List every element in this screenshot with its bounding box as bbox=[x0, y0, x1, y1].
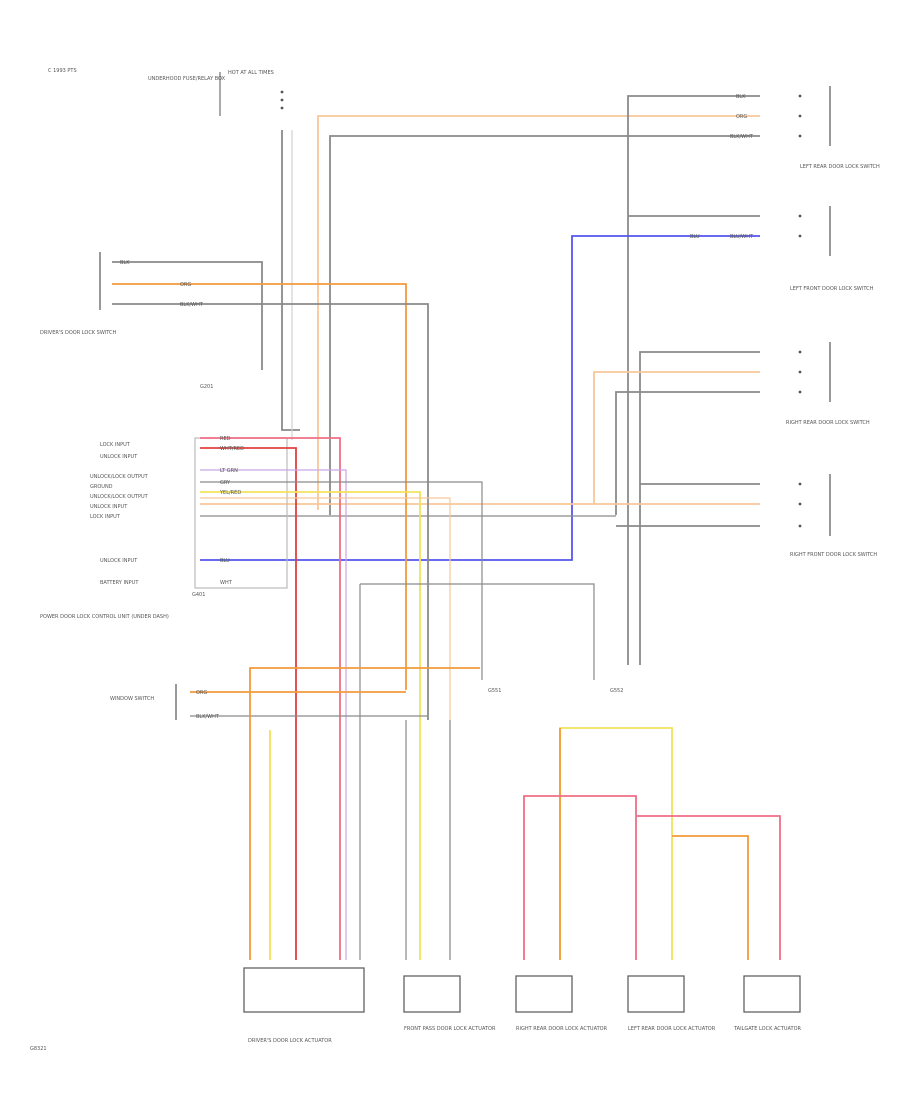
wire-driver-org bbox=[112, 283, 407, 690]
tag-blk-1: BLK bbox=[736, 94, 746, 100]
window-switch: WINDOW SWITCH bbox=[110, 684, 177, 720]
wire-yel-output bbox=[200, 491, 421, 960]
tag-blkwht-1: BLK/WHT bbox=[730, 134, 754, 140]
ground-g201-label: G201 bbox=[200, 384, 213, 390]
wire-pink-rear bbox=[523, 795, 637, 960]
switch-left-rear: LEFT REAR DOOR LOCK SWITCH bbox=[798, 86, 880, 170]
switch-right-rear-label: RIGHT REAR DOOR LOCK SWITCH bbox=[786, 420, 870, 426]
wire-org-output bbox=[200, 497, 451, 960]
control-unit-label: POWER DOOR LOCK CONTROL UNIT (UNDER DASH… bbox=[40, 614, 169, 620]
cu-pin-2: UNLOCK/LOCK OUTPUT bbox=[90, 474, 149, 480]
switch-left-rear-label: LEFT REAR DOOR LOCK SWITCH bbox=[800, 164, 880, 170]
window-switch-label: WINDOW SWITCH bbox=[110, 696, 154, 702]
tag-gry: GRY bbox=[220, 480, 231, 486]
cu-pin-4: UNLOCK/LOCK OUTPUT bbox=[90, 494, 149, 500]
wire-org-switch3 bbox=[593, 371, 760, 505]
wire-fuse-trunk bbox=[281, 130, 300, 431]
actuator-tailgate: TAILGATE LOCK ACTUATOR bbox=[733, 975, 802, 1032]
cu-pin-0: LOCK INPUT bbox=[100, 442, 131, 448]
tag-org-driver: ORG bbox=[180, 282, 191, 288]
tag-red-cu: RED bbox=[220, 436, 231, 442]
wire-blu-switch2 bbox=[200, 235, 760, 561]
wire-batt-gnd bbox=[360, 583, 595, 680]
wire-gry-ground bbox=[200, 481, 483, 680]
control-unit-pin-labels: LOCK INPUT UNLOCK INPUT UNLOCK/LOCK OUTP… bbox=[90, 442, 149, 586]
cu-pin-3: GROUND bbox=[90, 484, 113, 490]
actuator-rr-label: RIGHT REAR DOOR LOCK ACTUATOR bbox=[516, 1026, 608, 1032]
tag-wht: WHT bbox=[220, 580, 233, 586]
fuse-box-label: UNDERHOOD FUSE/RELAY BOX bbox=[148, 76, 226, 82]
tag-blkwht-driver: BLK/WHT bbox=[180, 302, 204, 308]
switch-left-front: LEFT FRONT DOOR LOCK SWITCH bbox=[790, 206, 874, 292]
switch-right-front: RIGHT FRONT DOOR LOCK SWITCH bbox=[790, 474, 877, 558]
tag-bluwht-1: BLU/WHT bbox=[730, 234, 754, 240]
wire-pink-tail bbox=[636, 815, 781, 960]
cu-pin-1: UNLOCK INPUT bbox=[100, 454, 138, 460]
corner-label: C 1993 PTS bbox=[48, 68, 77, 74]
cu-pin-8: BATTERY INPUT bbox=[100, 580, 139, 586]
ground-g551-label: G551 bbox=[488, 688, 501, 694]
wire-blk-right-trunk bbox=[627, 95, 760, 665]
wire-driver-blkwht bbox=[112, 303, 429, 720]
wire-blk-switch3b bbox=[615, 391, 760, 515]
tag-lt-grn: LT GRN bbox=[220, 468, 238, 474]
cu-pin-5: UNLOCK INPUT bbox=[90, 504, 128, 510]
driver-door-lock-switch: DRIVER'S DOOR LOCK SWITCH bbox=[40, 252, 117, 336]
tag-blu-cu: BLU bbox=[220, 558, 230, 564]
tag-yel-red: YEL/RED bbox=[219, 490, 241, 496]
wire-blk-switch3 bbox=[639, 351, 760, 665]
ground-g552-label: G552 bbox=[610, 688, 623, 694]
wire-blk-top bbox=[329, 135, 760, 515]
control-unit: G401 POWER DOOR LOCK CONTROL UNIT (UNDER… bbox=[40, 437, 288, 620]
tag-org-1: ORG bbox=[736, 114, 747, 120]
tag-org-window: ORG bbox=[196, 690, 207, 696]
actuator-fp-label: FRONT PASS DOOR LOCK ACTUATOR bbox=[404, 1026, 496, 1032]
wire-red-unlock bbox=[200, 447, 297, 960]
actuator-driver-label: DRIVER'S DOOR LOCK ACTUATOR bbox=[248, 1038, 332, 1044]
wire-driver-blk bbox=[112, 261, 263, 370]
wire-org-top bbox=[317, 115, 760, 510]
hot-at-all-times-label: HOT AT ALL TIMES bbox=[228, 70, 274, 76]
control-unit-code: G401 bbox=[192, 592, 205, 598]
actuator-left-rear: LEFT REAR DOOR LOCK ACTUATOR bbox=[627, 975, 716, 1032]
tag-wht-red: WHT/RED bbox=[220, 446, 244, 452]
fuse-box: UNDERHOOD FUSE/RELAY BOX HOT AT ALL TIME… bbox=[148, 70, 284, 116]
actuator-driver: DRIVER'S DOOR LOCK ACTUATOR bbox=[243, 967, 365, 1044]
switch-right-front-label: RIGHT FRONT DOOR LOCK SWITCH bbox=[790, 552, 877, 558]
tag-blk-driver: BLK bbox=[120, 260, 130, 266]
cu-pin-6: LOCK INPUT bbox=[90, 514, 121, 520]
actuator-tail-label: TAILGATE LOCK ACTUATOR bbox=[733, 1026, 802, 1032]
switch-left-front-label: LEFT FRONT DOOR LOCK SWITCH bbox=[790, 286, 874, 292]
actuator-front-pass: FRONT PASS DOOR LOCK ACTUATOR bbox=[403, 975, 496, 1032]
wire-violet bbox=[200, 469, 347, 960]
tag-blkwht-window: BLK/WHT bbox=[196, 714, 220, 720]
wire-pink-lock bbox=[200, 437, 341, 960]
tag-blu-1: BLU bbox=[690, 234, 700, 240]
switch-right-rear: RIGHT REAR DOOR LOCK SWITCH bbox=[786, 342, 870, 426]
wire-yel-rear bbox=[559, 727, 673, 960]
cu-pin-7: UNLOCK INPUT bbox=[100, 558, 138, 564]
driver-switch-label: DRIVER'S DOOR LOCK SWITCH bbox=[40, 330, 117, 336]
actuator-lr-label: LEFT REAR DOOR LOCK ACTUATOR bbox=[628, 1026, 716, 1032]
wire-org-tail bbox=[672, 835, 749, 960]
footer-code: G8321 bbox=[30, 1046, 47, 1052]
wire-org-actuator bbox=[249, 667, 480, 960]
actuator-right-rear: RIGHT REAR DOOR LOCK ACTUATOR bbox=[515, 975, 608, 1032]
